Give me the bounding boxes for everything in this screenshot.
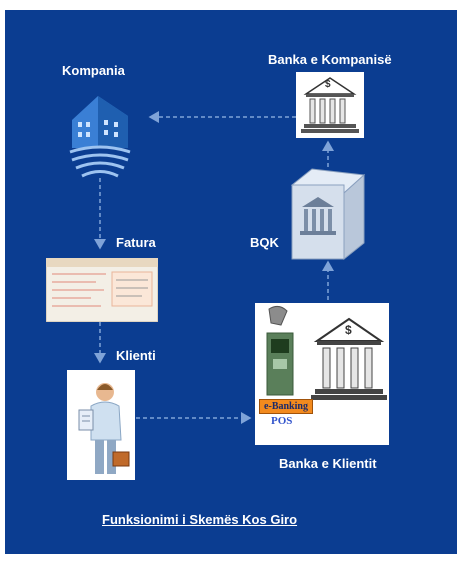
atm-and-bank-icon bbox=[266, 305, 387, 400]
label-invoice: Fatura bbox=[116, 235, 156, 250]
invoice-document-icon bbox=[46, 258, 158, 322]
label-company-bank: Banka e Kompanisë bbox=[268, 52, 392, 67]
label-client: Klienti bbox=[116, 348, 156, 363]
company-building-icon bbox=[69, 96, 131, 178]
dollar-sign: $ bbox=[325, 79, 331, 90]
client-box bbox=[67, 370, 135, 480]
person-icon bbox=[78, 383, 130, 474]
company-bank-box: $ bbox=[296, 72, 364, 138]
dollar-sign: $ bbox=[345, 323, 352, 337]
client-bank-box: $ e-Banking POS bbox=[255, 303, 389, 445]
label-client-bank: Banka e Klientit bbox=[279, 456, 377, 471]
central-bank-icon bbox=[290, 168, 366, 261]
label-central-bank: BQK bbox=[250, 235, 279, 250]
diagram-caption: Funksionimi i Skemës Kos Giro bbox=[102, 512, 298, 527]
ebanking-badge: e-Banking bbox=[259, 399, 313, 414]
label-company: Kompania bbox=[62, 63, 125, 78]
bank-building-icon bbox=[301, 77, 359, 133]
pos-label: POS bbox=[271, 415, 293, 427]
